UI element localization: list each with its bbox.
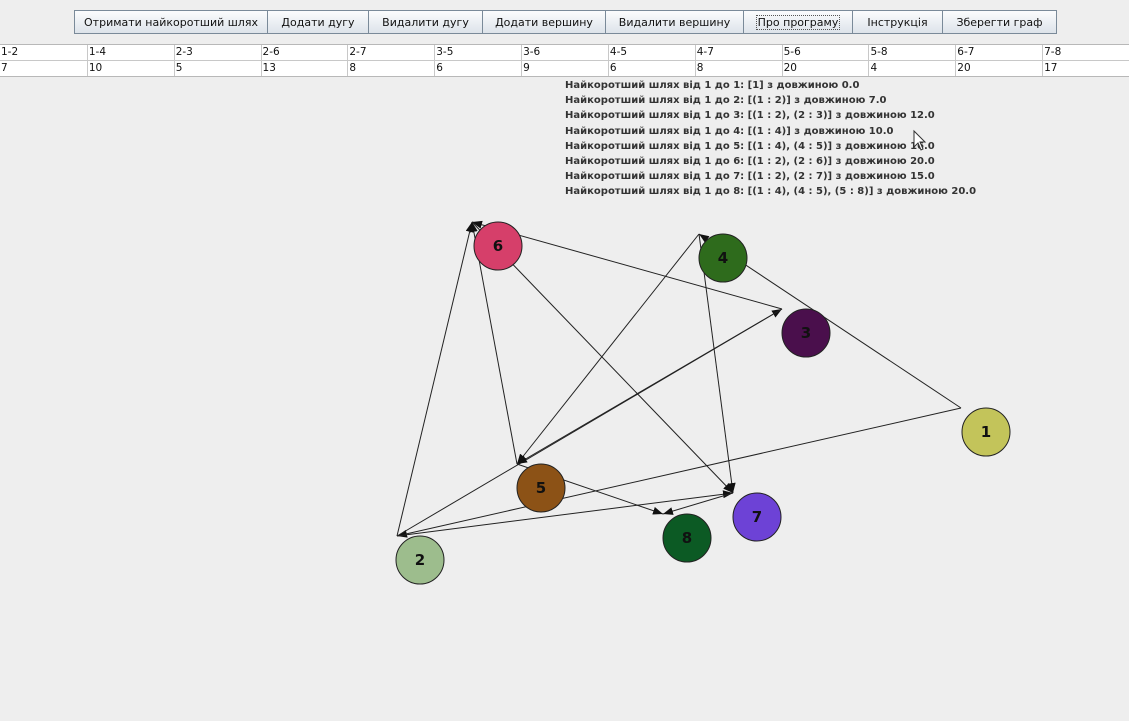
shortest-path-results: Найкоротший шлях від 1 до 1: [1] з довжи… [565, 78, 976, 200]
vertex-circle[interactable] [662, 513, 712, 563]
result-line: Найкоротший шлях від 1 до 8: [(1 : 4), (… [565, 186, 977, 198]
edge-header-cell[interactable]: 1-4 [86, 45, 174, 60]
edge-header-cell[interactable]: 3-5 [434, 45, 521, 60]
vertex-label: 3 [801, 324, 811, 342]
edge-weight-cell[interactable]: 6 [434, 61, 521, 76]
result-line: Найкоротший шлях від 1 до 3: [(1 : 2), (… [565, 110, 935, 122]
edge-4-5[interactable] [516, 233, 700, 465]
edge-weight-cell[interactable]: 10 [86, 61, 174, 76]
vertex-3[interactable]: 3 [781, 308, 831, 358]
edge-weight-cell[interactable]: 5 [173, 61, 261, 76]
add-edge-button[interactable]: Додати дугу [267, 10, 369, 34]
vertex-circle[interactable] [516, 463, 566, 513]
result-line: Найкоротший шлях від 1 до 5: [(1 : 4), (… [565, 140, 935, 152]
vertex-5[interactable]: 5 [516, 463, 566, 513]
edge-header-cell[interactable]: 5-6 [781, 45, 869, 60]
get-shortest-path-label: Отримати найкоротший шлях [84, 15, 258, 29]
edge-weight-cell[interactable]: 4 [868, 61, 955, 76]
vertex-1[interactable]: 1 [961, 407, 1011, 457]
edge-1-2[interactable] [396, 407, 962, 538]
edge-header-cell[interactable]: 3-6 [521, 45, 608, 60]
edge-header-cell[interactable]: 7-8 [1042, 45, 1129, 60]
edge-weight-cell[interactable]: 9 [521, 61, 608, 76]
save-graph-button[interactable]: Зберегти граф [942, 10, 1057, 34]
vertex-label: 2 [415, 551, 425, 569]
about-program-label: Про програму [755, 14, 841, 30]
edge-5-6[interactable] [469, 221, 518, 465]
result-line: Найкоротший шлях від 1 до 6: [(1 : 2), (… [565, 155, 935, 167]
edge-header-cell[interactable]: 4-5 [607, 45, 695, 60]
vertex-circle[interactable] [395, 535, 445, 585]
vertex-circle[interactable] [732, 492, 782, 542]
vertex-7[interactable]: 7 [732, 492, 782, 542]
vertex-label: 8 [682, 529, 692, 547]
edge-header-cell[interactable]: 4-7 [694, 45, 782, 60]
vertex-2[interactable]: 2 [395, 535, 445, 585]
vertex-8[interactable]: 8 [662, 513, 712, 563]
edge-weight-row: 7 10 5 13 8 6 9 6 8 20 4 20 17 [0, 60, 1129, 76]
edge-header-cell[interactable]: 2-7 [347, 45, 434, 60]
vertex-circle[interactable] [781, 308, 831, 358]
about-program-button[interactable]: Про програму [743, 10, 853, 34]
add-edge-label: Додати дугу [281, 15, 355, 29]
vertices-layer: 1 2 3 4 5 6 7 8 [395, 221, 1011, 585]
delete-edge-label: Видалити дугу [382, 15, 469, 29]
edge-weight-table: 1-2 1-4 2-3 2-6 2-7 3-5 3-6 4-5 4-7 5-6 … [0, 44, 1129, 77]
vertex-label: 1 [981, 423, 991, 441]
toolbar: Отримати найкоротший шлях Додати дугу Ви… [74, 10, 1057, 36]
edge-3-5[interactable] [516, 308, 783, 465]
add-vertex-button[interactable]: Додати вершину [482, 10, 606, 34]
add-vertex-label: Додати вершину [495, 15, 593, 29]
result-line: Найкоротший шлях від 1 до 2: [(1 : 2)] з… [565, 95, 887, 107]
delete-vertex-label: Видалити вершину [618, 15, 731, 29]
edge-header-cell[interactable]: 5-8 [868, 45, 955, 60]
edge-weight-cell[interactable]: 20 [781, 61, 869, 76]
edge-weight-cell[interactable]: 7 [1, 62, 8, 74]
result-line: Найкоротший шлях від 1 до 4: [(1 : 4)] з… [565, 125, 894, 137]
save-graph-label: Зберегти граф [956, 15, 1043, 29]
edge-weight-cell[interactable]: 8 [694, 61, 782, 76]
edge-weight-cell[interactable]: 20 [955, 61, 1042, 76]
edge-7-8[interactable] [662, 492, 734, 515]
mouse-cursor-icon [913, 129, 927, 151]
delete-edge-button[interactable]: Видалити дугу [368, 10, 483, 34]
delete-vertex-button[interactable]: Видалити вершину [605, 10, 744, 34]
vertex-4[interactable]: 4 [698, 233, 748, 283]
edges-layer [396, 220, 962, 538]
result-line: Найкоротший шлях від 1 до 7: [(1 : 2), (… [565, 171, 935, 183]
vertex-label: 5 [536, 479, 546, 497]
vertex-circle[interactable] [473, 221, 523, 271]
edge-header-cell[interactable]: 2-6 [260, 45, 348, 60]
edge-weight-cell[interactable]: 13 [260, 61, 348, 76]
instruction-button[interactable]: Інструкція [852, 10, 943, 34]
edge-3-6[interactable] [471, 220, 783, 310]
edge-6-7[interactable] [471, 221, 734, 494]
result-line: Найкоротший шлях від 1 до 1: [1] з довжи… [565, 80, 860, 91]
edge-4-7[interactable] [698, 233, 736, 494]
vertex-label: 7 [752, 508, 762, 526]
edge-header-cell[interactable]: 1-2 [1, 46, 19, 58]
edge-weight-cell[interactable]: 8 [347, 61, 434, 76]
edge-header-row: 1-2 1-4 2-3 2-6 2-7 3-5 3-6 4-5 4-7 5-6 … [0, 45, 1129, 60]
instruction-label: Інструкція [867, 15, 928, 29]
vertex-circle[interactable] [698, 233, 748, 283]
vertex-6[interactable]: 6 [473, 221, 523, 271]
edge-2-6[interactable] [396, 221, 474, 537]
edge-header-cell[interactable]: 2-3 [173, 45, 261, 60]
edge-2-7[interactable] [396, 490, 734, 537]
vertex-circle[interactable] [961, 407, 1011, 457]
vertex-label: 4 [718, 249, 728, 267]
edge-weight-cell[interactable]: 6 [607, 61, 695, 76]
edge-header-cell[interactable]: 6-7 [955, 45, 1042, 60]
vertex-label: 6 [493, 237, 503, 255]
edge-weight-cell[interactable]: 17 [1042, 61, 1129, 76]
get-shortest-path-button[interactable]: Отримати найкоротший шлях [74, 10, 268, 34]
